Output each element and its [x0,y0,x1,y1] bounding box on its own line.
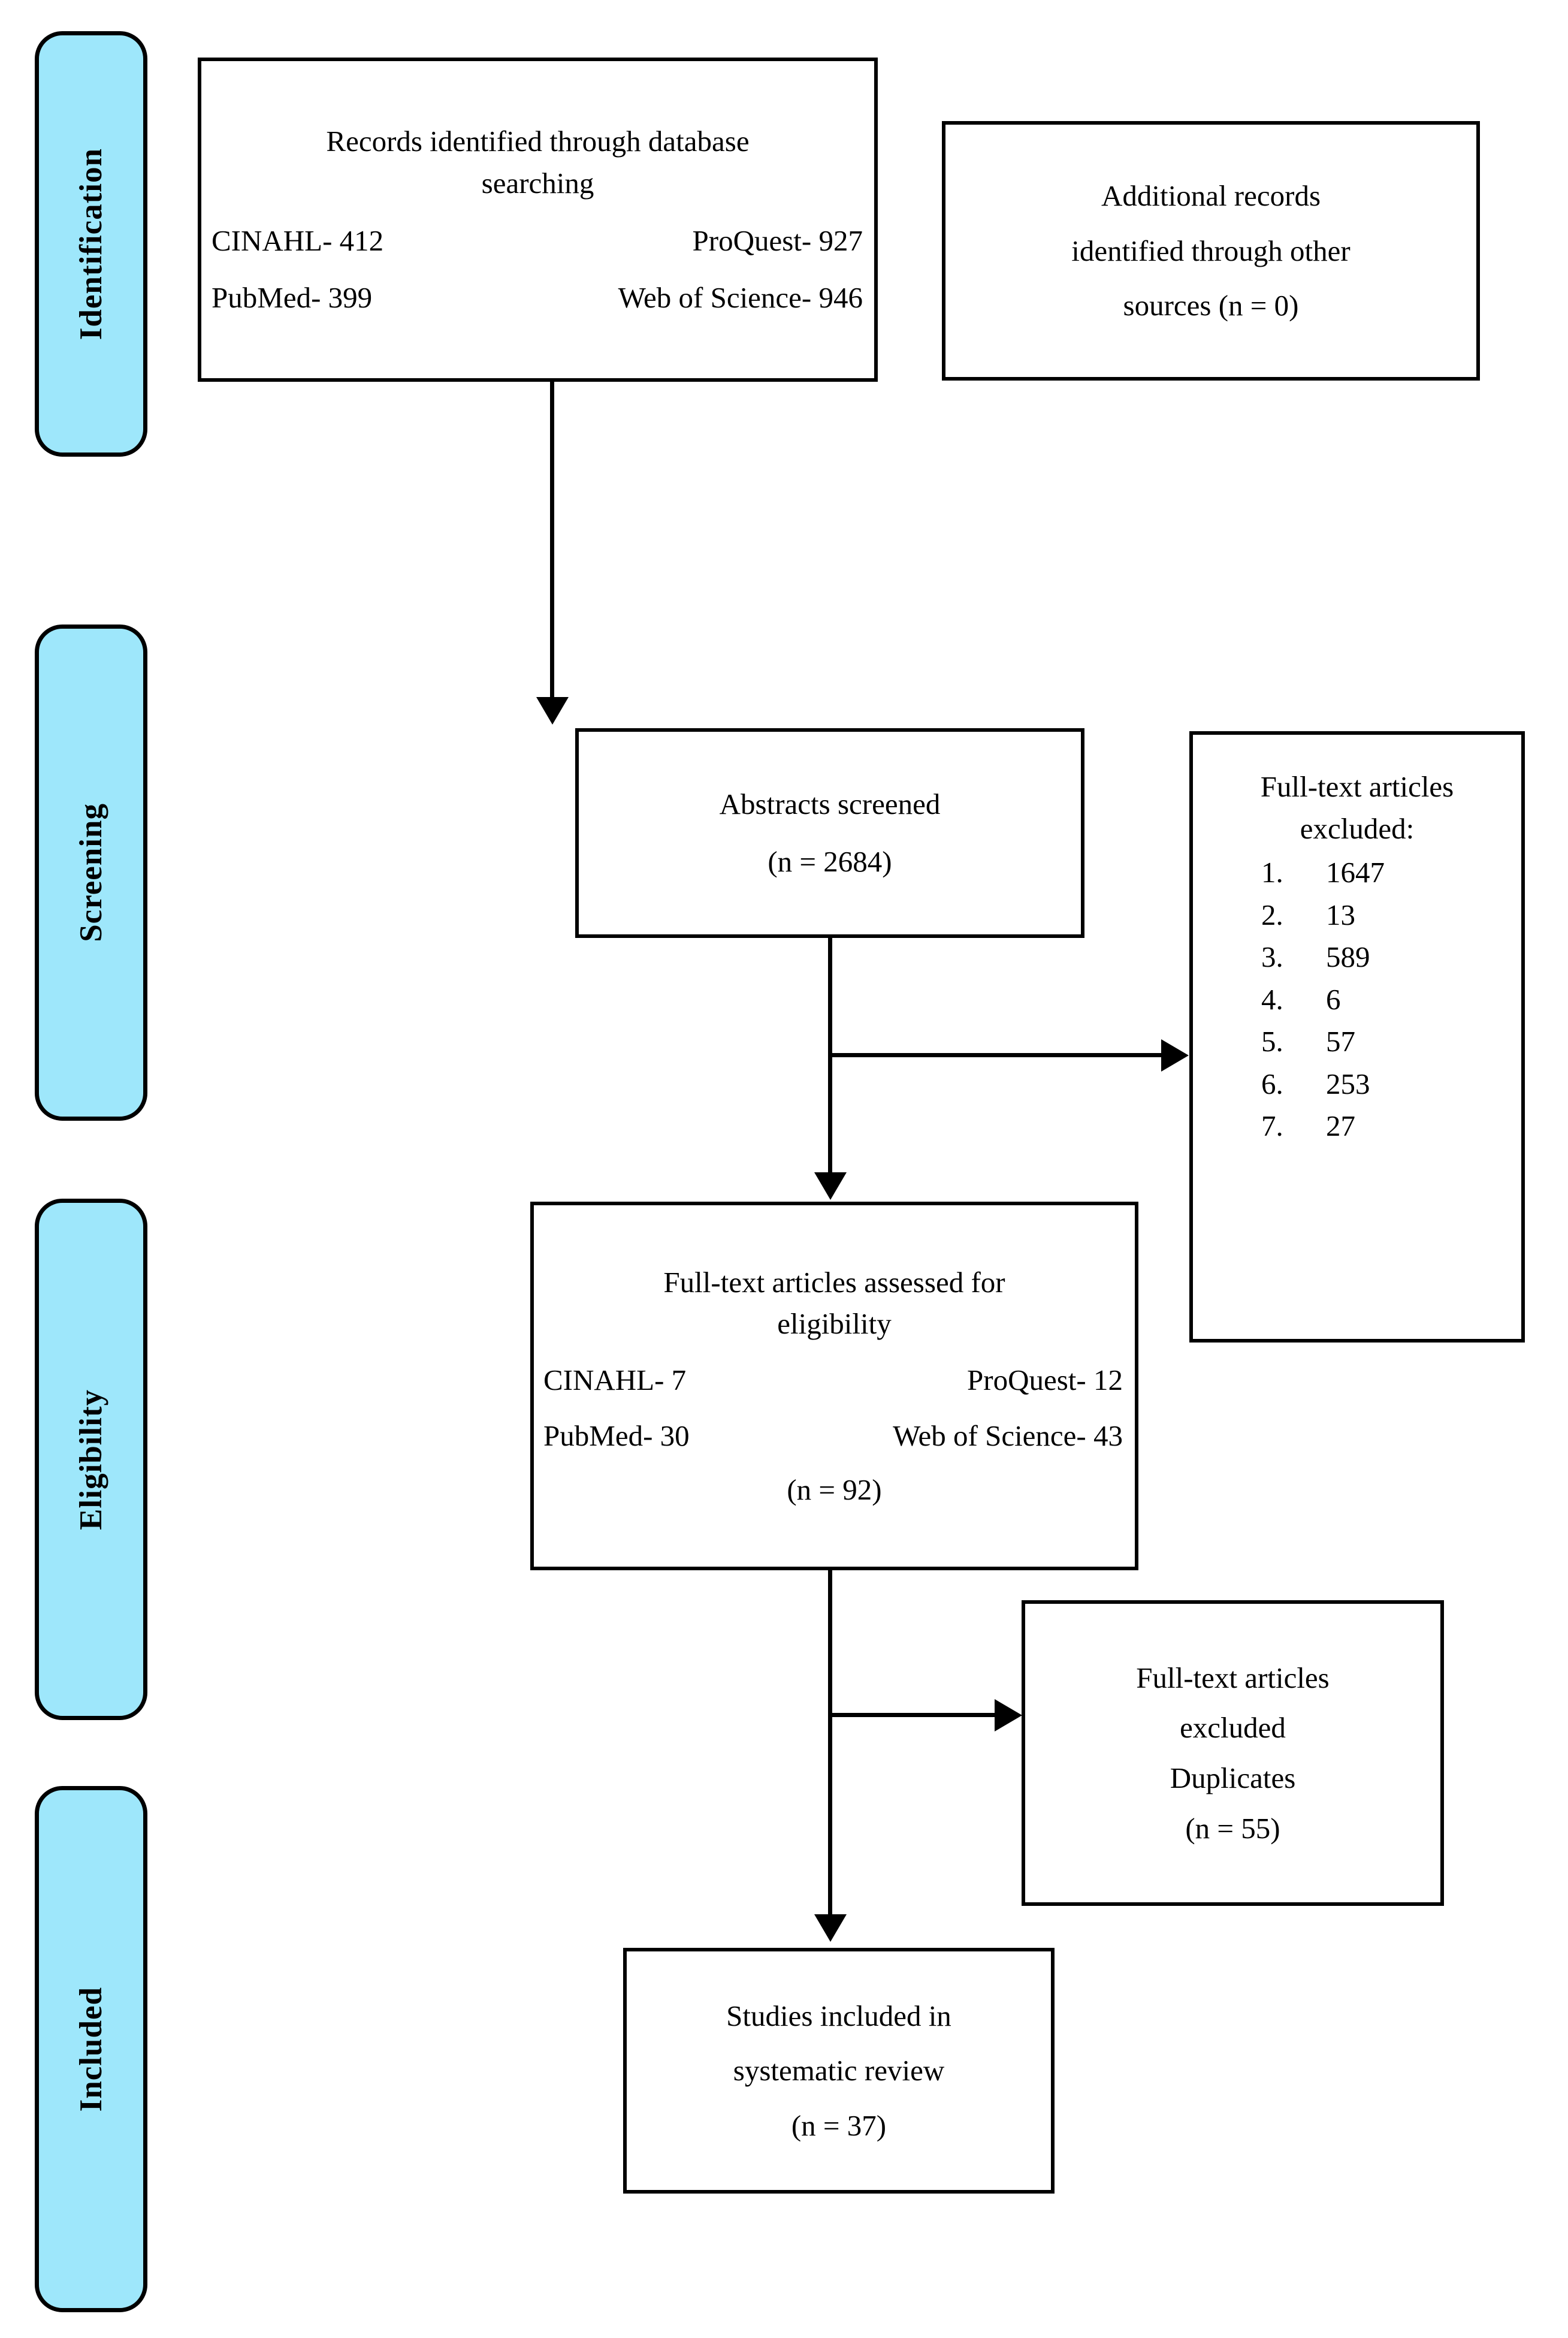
fulltext-excluded-line2: excluded: [1300,811,1415,845]
stage-included: Included [35,1786,147,2312]
box-fulltext-assessed: Full-text articles assessed for eligibil… [530,1202,1138,1570]
fulltext-assessed-source-proquest: ProQuest- 12 [967,1363,1123,1396]
box-additional-records: Additional records identified through ot… [942,121,1480,381]
stage-identification: Identification [35,31,147,457]
arrowhead-identification-to-screening [536,697,569,725]
box-records-identified: Records identified through database sear… [198,58,878,382]
abstracts-screened-line2: (n = 2684) [768,845,892,878]
fulltext-assessed-source-row: CINAHL- 7 ProQuest- 12 [542,1359,1126,1401]
connector-identification-to-screening [550,382,554,699]
fulltext-assessed-title-line1: Full-text articles assessed for [663,1265,1005,1299]
reason-number: 2. [1261,898,1283,931]
fulltext-assessed-source-row: PubMed- 30 Web of Science- 43 [542,1415,1126,1457]
records-identified-source-row: CINAHL- 412 ProQuest- 927 [210,220,865,262]
reason-value: 6 [1326,982,1341,1016]
stage-screening-label: Screening [73,803,108,942]
box-duplicates-excluded: Full-text articles excluded Duplicates (… [1022,1600,1444,1906]
fulltext-assessed-total: (n = 92) [787,1473,882,1506]
box-abstracts-screened: Abstracts screened (n = 2684) [575,728,1084,938]
fulltext-assessed-source-cinahl: CINAHL- 7 [543,1363,687,1396]
list-item: 1. 1647 [1204,852,1510,894]
reason-value: 27 [1326,1109,1355,1143]
list-item: 4. 6 [1204,979,1510,1021]
list-item: 2. 13 [1204,894,1510,937]
stage-identification-label: Identification [73,147,108,340]
records-identified-source-webofscience: Web of Science- 946 [618,281,863,315]
connector-screening-to-excluded [828,1053,1161,1057]
reason-value: 57 [1326,1025,1355,1058]
records-identified-title-line1: Records identified through database [326,125,750,158]
fulltext-excluded-line1: Full-text articles [1260,770,1454,803]
additional-records-line3: sources (n = 0) [1123,289,1299,322]
fulltext-assessed-source-webofscience: Web of Science- 43 [893,1419,1123,1453]
duplicates-excluded-line4: (n = 55) [1185,1811,1280,1845]
arrowhead-screening-to-excluded [1161,1039,1189,1072]
connector-eligibility-to-duplicates [828,1713,995,1717]
box-studies-included: Studies included in systematic review (n… [623,1948,1055,2194]
reason-number: 3. [1261,940,1283,974]
records-identified-source-pubmed: PubMed- 399 [212,281,373,315]
studies-included-line1: Studies included in [726,1999,951,2032]
list-item: 7. 27 [1204,1105,1510,1148]
arrowhead-screening-to-eligibility [814,1172,847,1200]
reason-value: 589 [1326,940,1370,974]
abstracts-screened-line1: Abstracts screened [719,788,941,821]
box-fulltext-excluded-reasons: Full-text articles excluded: 1. 1647 2. … [1189,731,1525,1343]
records-identified-source-row: PubMed- 399 Web of Science- 946 [210,277,865,319]
list-item: 3. 589 [1204,936,1510,979]
connector-eligibility-to-included [828,1570,832,1917]
reason-number: 4. [1261,982,1283,1016]
list-item: 5. 57 [1204,1021,1510,1063]
duplicates-excluded-line2: excluded [1180,1711,1286,1745]
arrowhead-eligibility-to-included [814,1914,847,1942]
records-identified-source-cinahl: CINAHL- 412 [212,224,384,257]
records-identified-source-proquest: ProQuest- 927 [692,224,863,257]
reason-number: 5. [1261,1025,1283,1058]
reason-value: 253 [1326,1067,1370,1100]
reason-number: 1. [1261,856,1283,889]
fulltext-assessed-source-pubmed: PubMed- 30 [543,1419,690,1453]
studies-included-line3: (n = 37) [791,2108,887,2142]
reason-number: 7. [1261,1109,1283,1143]
reason-value: 13 [1326,898,1355,931]
studies-included-line2: systematic review [733,2054,945,2087]
reason-number: 6. [1261,1067,1283,1100]
arrowhead-eligibility-to-duplicates [995,1699,1022,1731]
list-item: 6. 253 [1204,1063,1510,1106]
stage-eligibility-label: Eligibility [73,1389,108,1530]
stage-screening: Screening [35,625,147,1121]
additional-records-line2: identified through other [1071,234,1351,267]
stage-included-label: Included [73,1986,108,2112]
records-identified-title-line2: searching [481,166,594,200]
fulltext-assessed-title-line2: eligibility [777,1307,892,1341]
additional-records-line1: Additional records [1101,179,1321,213]
duplicates-excluded-line1: Full-text articles [1136,1661,1330,1694]
reason-value: 1647 [1326,856,1385,889]
duplicates-excluded-line3: Duplicates [1170,1761,1296,1794]
fulltext-excluded-reason-list: 1. 1647 2. 13 3. 589 4. 6 5. 57 6. 253 [1204,852,1510,1148]
stage-eligibility: Eligibility [35,1199,147,1720]
